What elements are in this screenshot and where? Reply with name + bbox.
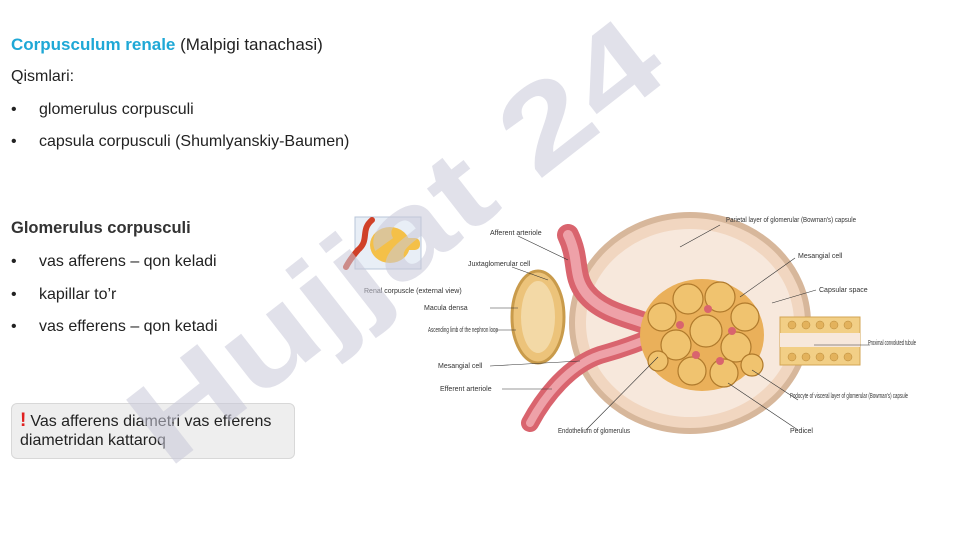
glomerulus-heading: Glomerulus corpusculi <box>11 219 191 237</box>
label-podocyte: Podocyte of visceral layer of glomerular… <box>790 393 908 400</box>
label-mesangial-right: Mesangial cell <box>798 253 843 260</box>
bullet-dot: • <box>11 286 17 303</box>
parts-item-text: capsula corpusculi (Shumlyanskiy-Baumen) <box>39 133 350 150</box>
label-ascending: Ascending limb of the nephron loop <box>428 327 498 334</box>
label-proximal: Proximal convoluted tubule <box>868 340 916 347</box>
exclamation-icon: ! <box>20 410 27 431</box>
title-accent: Corpusculum renale <box>11 35 176 54</box>
glomerulus-item: • vas afferens – qon keladi <box>11 253 217 271</box>
glomerulus-item: • vas efferens – qon ketadi <box>11 318 218 336</box>
label-renal-corpuscle: Renal corpuscle (external view) <box>364 288 462 295</box>
renal-corpuscle-thumbnail <box>343 216 422 270</box>
parts-item: • capsula corpusculi (Shumlyanskiy-Baumen… <box>11 133 349 151</box>
note-text: Vas afferens diametri vas efferens diame… <box>20 413 272 449</box>
glomerulus-item: • kapillar to’r <box>11 286 116 304</box>
glomerulus-item-text: kapillar to’r <box>39 286 117 303</box>
label-efferent: Efferent arteriole <box>440 386 492 393</box>
label-afferent: Afferent arteriole <box>490 230 542 237</box>
proximal-tubule <box>779 316 861 366</box>
label-macula: Macula densa <box>424 305 468 312</box>
glomerulus-item-text: vas efferens – qon ketadi <box>39 318 218 335</box>
label-parietal: Parietal layer of glomerular (Bowman's) … <box>726 217 856 224</box>
label-mesangial-left: Mesangial cell <box>438 363 483 370</box>
label-capsular-space: Capsular space <box>819 287 868 294</box>
bullet-dot: • <box>11 133 17 150</box>
bullet-dot: • <box>11 101 17 118</box>
glomerulus-item-text: vas afferens – qon keladi <box>39 253 217 270</box>
renal-corpuscle-diagram: Afferent arteriole Juxtaglomerular cell … <box>343 212 916 435</box>
parts-item-text: glomerulus corpusculi <box>39 101 194 118</box>
slide-title: Corpusculum renale (Malpigi tanachasi) <box>11 35 323 55</box>
glomerulus-tuft <box>640 279 764 391</box>
title-rest: (Malpigi tanachasi) <box>175 35 323 54</box>
bullet-dot: • <box>11 318 17 335</box>
label-jg-cell: Juxtaglomerular cell <box>468 261 531 268</box>
note-box: !Vas afferens diametri vas efferens diam… <box>11 403 295 459</box>
label-endothelium: Endothelium of glomerulus <box>558 428 630 435</box>
parts-item: • glomerulus corpusculi <box>11 101 194 119</box>
parts-heading: Qismlari: <box>11 68 75 85</box>
bullet-dot: • <box>11 253 17 270</box>
label-pedicel: Pedicel <box>790 428 813 435</box>
